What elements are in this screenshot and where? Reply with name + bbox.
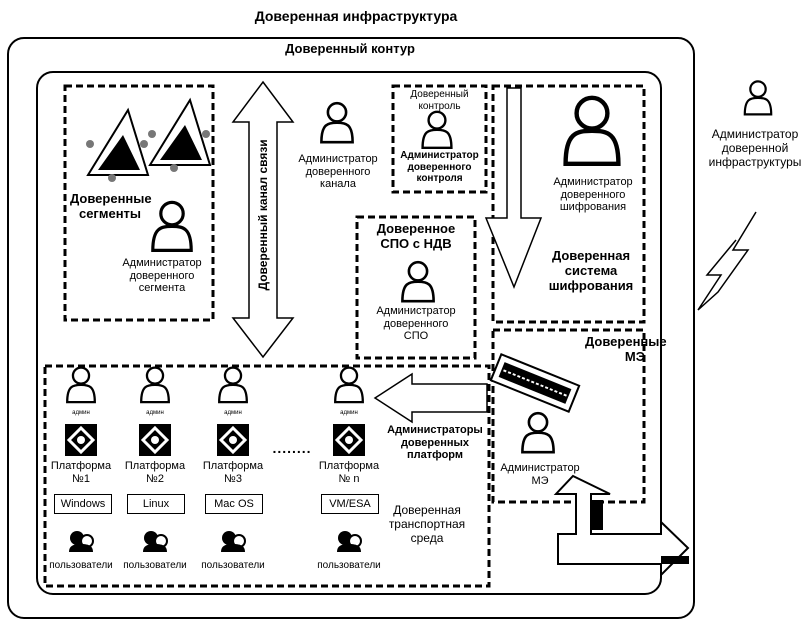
users-label-3: пользователи [201,560,265,571]
platform-icon-2 [137,422,173,458]
users-label-1: пользователи [49,560,113,571]
users-label-4: пользователи [317,560,381,571]
os-box-4: VM/ESA [321,494,379,514]
users-icon-1 [68,530,94,553]
platform-icon-3 [215,422,251,458]
firewall-box [491,328,646,504]
infrastructure-frame [7,37,695,619]
crypto-arrow [484,87,543,290]
channel-admin-icon [320,101,354,144]
transport-box [43,364,491,588]
segments-box [63,84,215,322]
users-icon-4 [336,530,362,553]
segment-device-2 [148,97,212,172]
admin-caption-3: админ [224,410,242,416]
platform-admin-icon-1 [66,366,96,404]
crypto-admin-icon [566,98,619,164]
channel-label: Доверенный канал связи [256,139,271,291]
platform-icon-1 [63,422,99,458]
admin-caption-2: админ [146,410,164,416]
firewall-device [489,352,581,414]
control-admin-icon [421,110,453,149]
platforms-ellipsis: ........ [272,440,312,456]
platform-admin-icon-3 [218,366,248,404]
exit-arrow-shadow [591,500,603,530]
segment-device-1 [86,107,150,182]
users-icon-3 [220,530,246,553]
firewall-admin-icon [521,411,555,454]
platform-admin-arrow [373,372,488,424]
platform-admin-icon-2 [140,366,170,404]
lightning-bolt [697,211,757,311]
platform-icon-4 [331,422,367,458]
exit-arrow-shadow-2 [661,556,689,564]
contour-frame [36,71,662,595]
users-icon-2 [142,530,168,553]
admin-caption-4: админ [340,410,358,416]
segment-admin-icon [151,200,193,252]
control-box [391,84,488,194]
admin-caption-1: админ [72,410,90,416]
crypto-box [491,84,646,324]
os-box-3: Mac OS [205,494,263,514]
contour-title: Доверенный контур [285,41,415,56]
platform-admin-icon-4 [334,366,364,404]
spo-box [355,215,477,360]
admin-infra-icon [743,80,773,116]
spo-admin-icon [401,260,435,303]
users-label-2: пользователи [123,560,187,571]
diagram-title: Доверенная инфраструктура [254,8,458,24]
os-box-1: Windows [54,494,112,514]
channel-arrow [231,80,295,359]
os-box-2: Linux [127,494,185,514]
